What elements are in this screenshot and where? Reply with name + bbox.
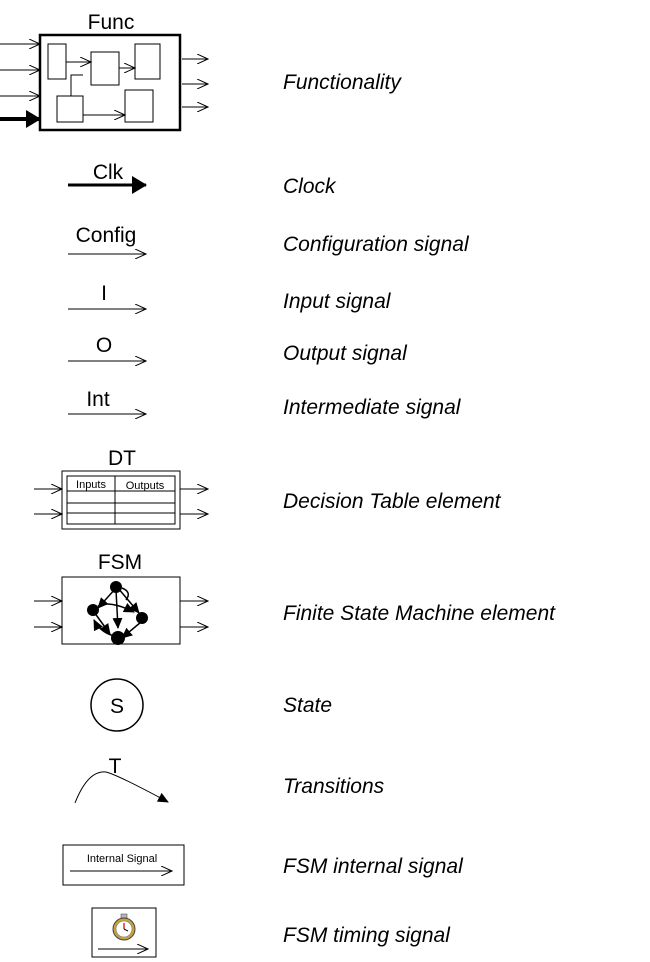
clock-symbol: Clk [68,161,147,194]
state-label: S [110,695,124,718]
transition-symbol: T [74,755,169,804]
desc-clock: Clock [283,175,336,198]
func-input-arrows [0,44,41,128]
dt-table [66,475,176,525]
desc-functionality: Functionality [283,71,401,94]
transition-label: T [109,755,122,778]
input-label: I [101,282,107,305]
clk-label: Clk [93,161,124,184]
desc-fsm-timing: FSM timing signal [283,924,450,947]
dt-label: DT [108,447,136,470]
fsm-mini-states [87,581,148,645]
intermediate-label: Int [86,388,110,411]
desc-transitions: Transitions [283,775,385,798]
fsm-element-symbol: FSM [34,551,208,645]
desc-decision-table: Decision Table element [283,490,501,513]
stopwatch-icon [112,913,136,941]
desc-input: Input signal [283,290,391,313]
desc-fsm-element: Finite State Machine element [283,602,555,625]
functionality-symbol: Func [0,11,208,132]
dt-grid [67,476,175,524]
fsm-label: FSM [98,551,142,574]
func-output-arrows [182,59,208,107]
state-symbol: S [90,678,144,732]
fsm-internal-signal-symbol: Internal Signal [62,844,185,886]
desc-output: Output signal [283,342,407,365]
intermediate-symbol: Int [68,388,146,414]
dt-outputs-header: Outputs [126,480,165,492]
fsm-timing-signal-symbol [91,907,157,958]
internal-signal-label: Internal Signal [87,853,157,865]
func-label: Func [88,11,135,34]
desc-state: State [283,694,333,717]
input-symbol: I [68,282,146,309]
dt-arrows [34,489,208,514]
internal-signal-box [62,844,185,886]
fsm-io-arrows [34,601,208,627]
config-label: Config [76,224,137,247]
transition-arrow [74,771,169,804]
dt-inputs-header: Inputs [76,479,106,491]
state-circle [90,678,144,732]
config-symbol: Config [68,224,146,254]
func-inner-connections [66,62,135,115]
func-inner-blocks [47,43,161,123]
desc-configuration: Configuration signal [283,233,469,256]
decision-table-symbol: DT Inputs Outputs [34,447,208,530]
output-symbol: O [68,334,146,361]
fsm-mini-graph [93,587,142,639]
desc-fsm-internal: FSM internal signal [283,855,463,878]
output-label: O [96,334,112,357]
desc-intermediate: Intermediate signal [283,396,461,419]
